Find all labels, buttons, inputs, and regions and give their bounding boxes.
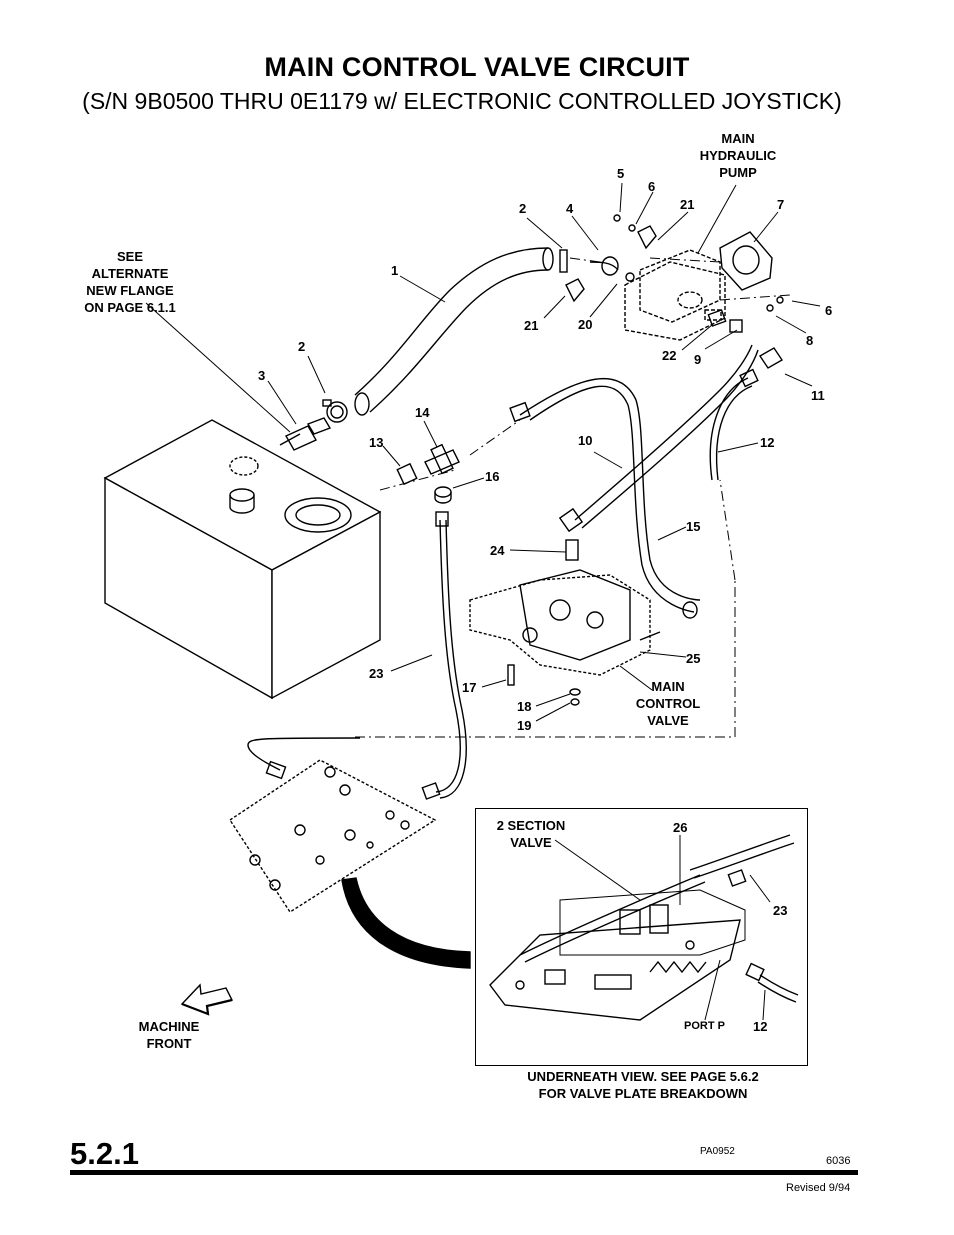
callout-port-p: PORT P (684, 1020, 725, 1032)
inset-leader-lines (554, 835, 771, 1021)
valve-plate (229, 759, 437, 913)
part-number: 2 (519, 201, 527, 216)
underneath-view-drawing (489, 834, 799, 1021)
page-title: MAIN CONTROL VALVE CIRCUIT (264, 52, 690, 82)
part-number: 3 (258, 368, 266, 383)
part-number: 6 (825, 303, 833, 318)
part-number: 22 (662, 348, 677, 363)
machine-front-arrow-shade (181, 998, 233, 1016)
inset-caption: UNDERNEATH VIEW. SEE PAGE 5.6.2 FOR VALV… (527, 1069, 759, 1101)
underneath-view-inset (475, 808, 808, 1066)
drawing-id: PA0952 (700, 1146, 735, 1157)
part-number: 2 (298, 339, 306, 354)
revision-date: Revised 9/94 (786, 1182, 851, 1194)
part-number: 7 (777, 197, 785, 212)
part-number: 21 (524, 318, 539, 333)
plate-hose (247, 737, 361, 780)
part-number: 11 (811, 388, 825, 403)
tee-fitting (396, 443, 460, 504)
inset-pointer-arrow (341, 877, 471, 969)
suction-fittings (279, 399, 348, 451)
part-number: 8 (806, 333, 814, 348)
page-subtitle: (S/N 9B0500 THRU 0E1179 w/ ELECTRONIC CO… (82, 88, 842, 114)
part-number: 17 (462, 680, 477, 695)
drain-hose (709, 368, 759, 481)
part-number: 16 (485, 469, 500, 484)
part-number: 23 (369, 666, 384, 681)
part-number: 15 (686, 519, 701, 534)
footer-rule (70, 1170, 858, 1175)
callout-2-section-valve: 2 SECTION VALVE (496, 818, 566, 850)
part-number: 1 (391, 263, 399, 278)
section-number: 5.2.1 (70, 1136, 139, 1171)
part-number: 24 (490, 543, 505, 558)
callout-machine-front: MACHINE FRONT (138, 1019, 200, 1051)
part-number: 12 (753, 1019, 768, 1034)
callout-main-control-valve: MAIN CONTROL VALVE (635, 679, 701, 728)
part-number: 18 (517, 699, 532, 714)
dashed-routes (355, 257, 791, 738)
part-number: 23 (773, 903, 788, 918)
callout-main-hydraulic-pump: MAIN HYDRAULIC PUMP (699, 131, 777, 180)
main-control-valve (469, 569, 661, 706)
part-number: 19 (517, 718, 532, 733)
suction-hose (354, 247, 554, 416)
part-number: 21 (680, 197, 695, 212)
part-number: 20 (578, 317, 593, 332)
part-number: 10 (578, 433, 593, 448)
valve-supply-hose (558, 344, 759, 561)
part-number: 13 (369, 435, 384, 450)
part-number: 9 (694, 352, 702, 367)
hydraulic-tank (103, 419, 382, 700)
part-number: 4 (566, 201, 574, 216)
page-code: 6036 (826, 1155, 851, 1167)
return-hose (421, 511, 467, 800)
pump-gasket (719, 231, 773, 291)
part-number: 12 (760, 435, 775, 450)
part-number: 14 (415, 405, 430, 420)
pressure-hose (509, 378, 701, 619)
part-number: 6 (648, 179, 656, 194)
pump-fittings (559, 214, 784, 369)
leader-lines (145, 182, 821, 722)
part-number: 26 (673, 820, 688, 835)
callout-alternate-flange: SEE ALTERNATE NEW FLANGE ON PAGE 6.1.1 (84, 249, 176, 315)
part-number: 25 (686, 651, 701, 666)
part-number: 5 (617, 166, 625, 181)
